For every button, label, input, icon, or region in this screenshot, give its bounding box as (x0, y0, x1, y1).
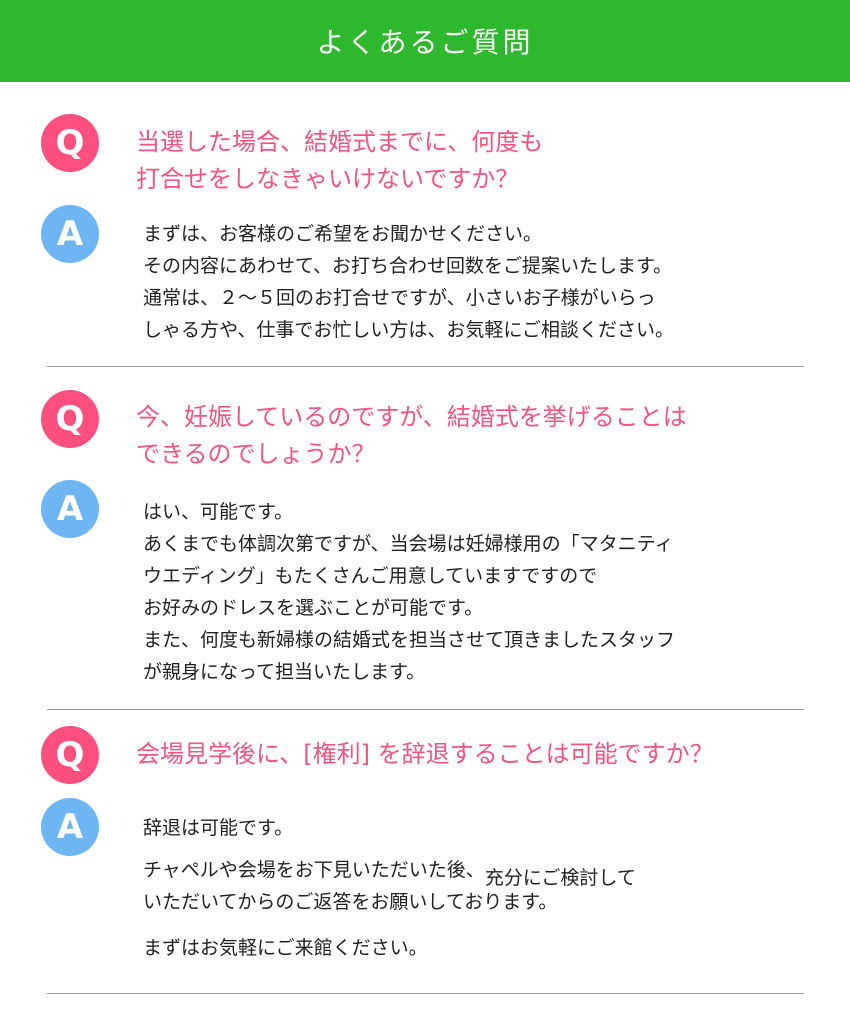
faq-question: 今、妊娠しているのですが、結婚式を挙げることは できるのでしょうか？ (136, 399, 687, 473)
answer-line: チャペルや会場をお下見いただいた後、充分にご検討して (143, 854, 636, 889)
section-divider (47, 366, 804, 367)
page-title: よくあるご質問 (316, 26, 534, 59)
answer-line: まずはお気軽にご来館ください。 (143, 937, 428, 959)
section-divider (47, 709, 804, 710)
answer-line: まずは、お客様のご希望をお聞かせください。 (143, 223, 543, 245)
faq-question: 当選した場合、結婚式までに、何度も 打合せをしなきゃいけないですか？ (136, 124, 543, 198)
answer-fragment: チャペルや会場をお下見いただいた後、 (143, 859, 485, 881)
answer-line: が親身になって担当いたします。 (143, 661, 426, 683)
answer-line: その内容にあわせて、お打ち合わせ回数をご提案いたします。 (143, 255, 673, 277)
question-q-icon: Q (41, 726, 99, 784)
section-divider (47, 993, 804, 994)
answer-line: お好みのドレスを選ぶことが可能です。 (143, 597, 484, 619)
faq-answer: まずは、お客様のご希望をお聞かせください。 その内容にあわせて、お打ち合わせ回数… (143, 218, 674, 346)
answer-line: 通常は、２～５回のお打合せですが、小さいお子様がいらっ (143, 287, 656, 309)
answer-fragment: 充分にご検討して (484, 867, 636, 889)
answer-line: しゃる方や、仕事でお忙しい方は、お気軽にご相談ください。 (143, 319, 675, 341)
answer-a-icon: A (41, 798, 99, 856)
answer-a-icon: A (41, 205, 99, 263)
answer-line: また、何度も新婦様の結婚式を担当させて頂きましたスタッフ (143, 629, 676, 651)
question-line: 打合せをしなきゃいけないですか？ (136, 165, 520, 193)
answer-line: あくまでも体調次第ですが、当会場は妊婦様用の「マタニティ (143, 533, 674, 555)
question-q-icon: Q (41, 114, 99, 172)
question-line: 会場見学後に、[権利] を辞退することは可能ですか？ (136, 740, 714, 768)
answer-line: ウエディング」もたくさんご用意していますですので (143, 565, 598, 587)
question-line: できるのでしょうか？ (136, 440, 376, 468)
faq-question: 会場見学後に、[権利] を辞退することは可能ですか？ (136, 736, 714, 773)
question-line: 今、妊娠しているのですが、結婚式を挙げることは (136, 403, 687, 431)
answer-line: はい、可能です。 (143, 501, 294, 523)
question-line: 当選した場合、結婚式までに、何度も (136, 128, 544, 156)
faq-answer: はい、可能です。 あくまでも体調次第ですが、当会場は妊婦様用の「マタニティ ウエ… (143, 496, 675, 688)
answer-line: いただいてからのご返答をお願いしております。 (143, 891, 558, 913)
page-header: よくあるご質問 (0, 0, 850, 82)
question-q-icon: Q (41, 390, 99, 448)
faq-answer: 辞退は可能です。 チャペルや会場をお下見いただいた後、充分にご検討して いただい… (143, 812, 636, 964)
answer-a-icon: A (41, 480, 99, 538)
answer-line: 辞退は可能です。 (143, 817, 294, 839)
